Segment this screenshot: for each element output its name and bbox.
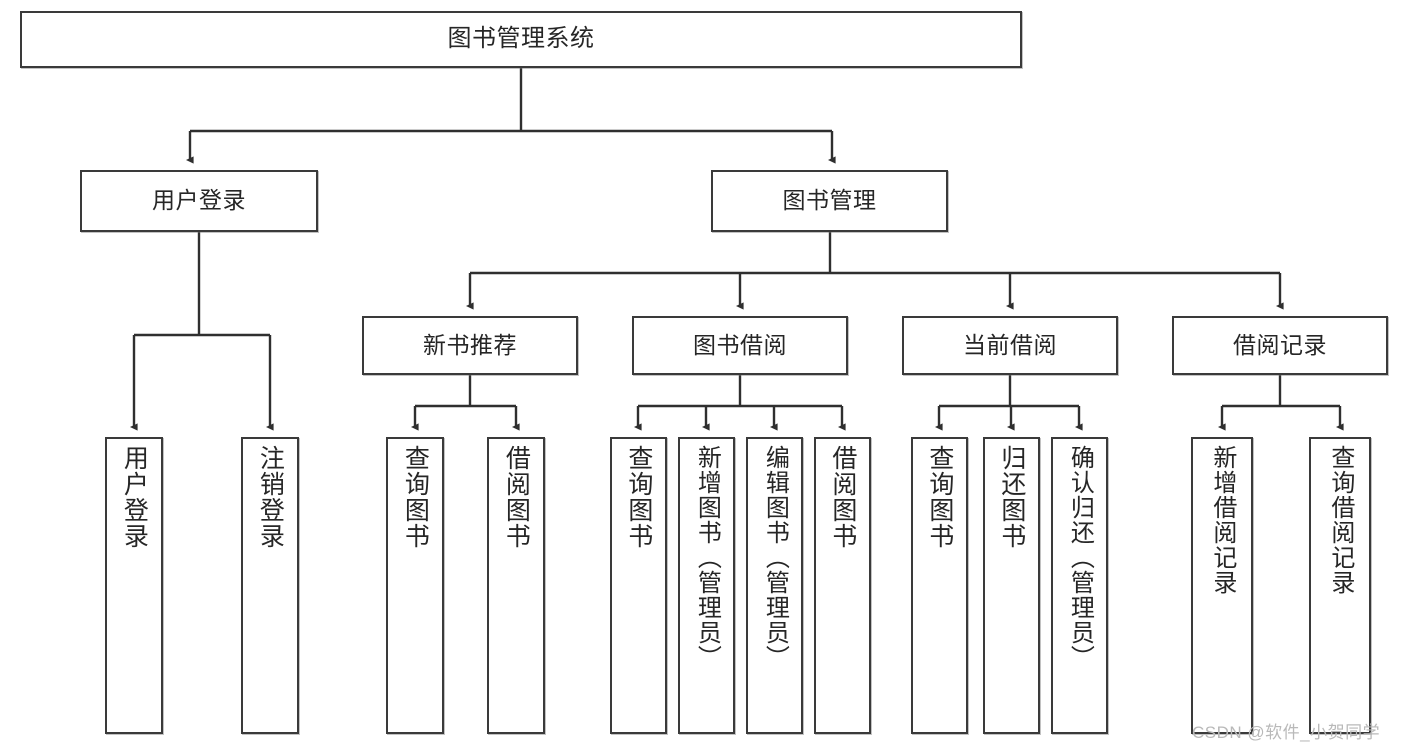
node-leaf-borrow-book-1-label: 借阅图书 xyxy=(502,445,531,549)
node-user-login[interactable]: 用户登录 xyxy=(80,170,318,232)
node-leaf-user-login[interactable]: 用户登录 xyxy=(105,437,163,734)
node-leaf-edit-book[interactable]: 编辑图书（管理员） xyxy=(746,437,803,734)
node-root[interactable]: 图书管理系统 xyxy=(20,11,1022,68)
node-new-book-rec-label: 新书推荐 xyxy=(423,331,517,358)
node-leaf-query-book-2[interactable]: 查询图书 xyxy=(610,437,667,734)
node-book-borrow-label: 图书借阅 xyxy=(693,331,787,358)
node-leaf-query-book-3-label: 查询图书 xyxy=(925,445,954,549)
node-leaf-user-logout[interactable]: 注销登录 xyxy=(241,437,299,734)
node-leaf-borrow-book-2[interactable]: 借阅图书 xyxy=(814,437,871,734)
node-current-borrow-label: 当前借阅 xyxy=(963,331,1057,358)
node-leaf-edit-book-label: 编辑图书（管理员） xyxy=(761,445,789,670)
csdn-watermark: CSDN @软件_小贺同学 xyxy=(1192,723,1381,742)
node-leaf-query-book-3[interactable]: 查询图书 xyxy=(911,437,968,734)
node-leaf-query-record[interactable]: 查询借阅记录 xyxy=(1309,437,1371,734)
node-leaf-borrow-book-2-label: 借阅图书 xyxy=(828,445,857,549)
node-leaf-query-book-2-label: 查询图书 xyxy=(624,445,653,549)
node-leaf-add-book-label: 新增图书（管理员） xyxy=(693,445,721,670)
node-borrow-record[interactable]: 借阅记录 xyxy=(1172,316,1388,375)
node-current-borrow[interactable]: 当前借阅 xyxy=(902,316,1118,375)
node-leaf-user-logout-label: 注销登录 xyxy=(256,445,285,549)
node-leaf-confirm-return[interactable]: 确认归还（管理员） xyxy=(1051,437,1108,734)
node-borrow-record-label: 借阅记录 xyxy=(1233,331,1327,358)
node-leaf-user-login-label: 用户登录 xyxy=(120,445,149,549)
node-root-label: 图书管理系统 xyxy=(447,25,595,53)
node-leaf-confirm-return-label: 确认归还（管理员） xyxy=(1066,445,1094,670)
node-leaf-add-record[interactable]: 新增借阅记录 xyxy=(1191,437,1253,734)
node-leaf-return-book-label: 归还图书 xyxy=(997,445,1026,549)
node-book-manage-label: 图书管理 xyxy=(782,187,877,214)
node-leaf-return-book[interactable]: 归还图书 xyxy=(983,437,1040,734)
node-leaf-query-book-1[interactable]: 查询图书 xyxy=(386,437,444,734)
node-user-login-label: 用户登录 xyxy=(152,187,246,214)
node-leaf-borrow-book-1[interactable]: 借阅图书 xyxy=(487,437,545,734)
node-leaf-query-book-1-label: 查询图书 xyxy=(401,445,430,549)
node-leaf-add-book[interactable]: 新增图书（管理员） xyxy=(678,437,735,734)
node-new-book-rec[interactable]: 新书推荐 xyxy=(362,316,578,375)
node-book-borrow[interactable]: 图书借阅 xyxy=(632,316,848,375)
node-leaf-add-record-label: 新增借阅记录 xyxy=(1208,445,1236,595)
node-leaf-query-record-label: 查询借阅记录 xyxy=(1326,445,1354,595)
node-book-manage[interactable]: 图书管理 xyxy=(711,170,948,232)
